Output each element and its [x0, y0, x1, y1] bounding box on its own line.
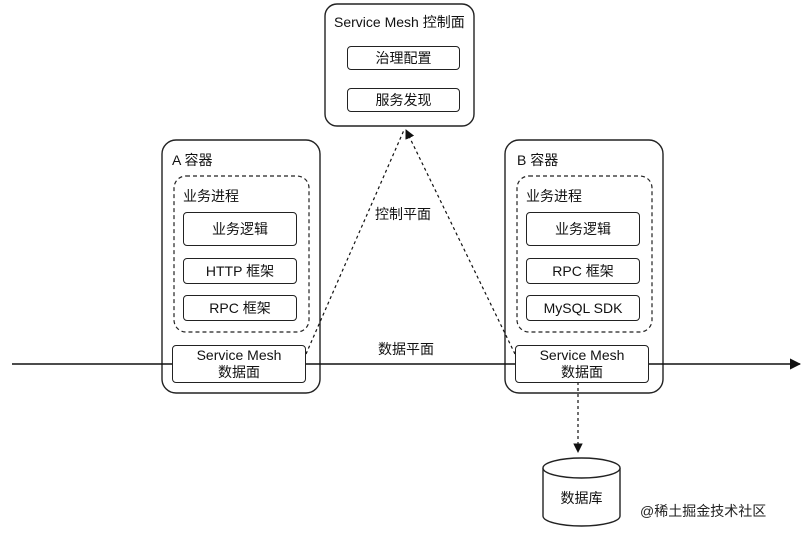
service-discovery-label: 服务发现	[375, 91, 432, 108]
container-b-module-mysql-label: MySQL SDK	[543, 299, 623, 316]
control-plane-link-label: 控制平面	[375, 206, 431, 222]
container-b-module-logic-label: 业务逻辑	[555, 220, 611, 237]
data-plane-link-label: 数据平面	[378, 341, 434, 357]
container-b-module-rpc-label: RPC 框架	[552, 262, 614, 279]
container-a-module-logic: 业务逻辑	[183, 212, 297, 246]
control-plane-title: Service Mesh 控制面	[334, 14, 465, 30]
control-link-a	[305, 129, 405, 355]
container-b-sidecar: Service Mesh 数据面	[515, 345, 649, 383]
container-b-sidecar-label: Service Mesh 数据面	[539, 347, 625, 380]
container-b-module-mysql: MySQL SDK	[526, 295, 640, 321]
container-b-module-logic: 业务逻辑	[526, 212, 640, 246]
container-a-module-rpc-label: RPC 框架	[209, 299, 271, 316]
container-a-module-http-label: HTTP 框架	[205, 262, 275, 279]
container-a-module-logic-label: 业务逻辑	[212, 220, 268, 237]
governance-config-label: 治理配置	[375, 49, 432, 66]
container-b-module-rpc: RPC 框架	[526, 258, 640, 284]
control-link-b	[405, 129, 516, 355]
database-cylinder	[542, 457, 621, 527]
container-a-process-box	[173, 175, 310, 333]
container-a-title: A 容器	[172, 152, 213, 168]
governance-config-box: 治理配置	[347, 46, 460, 70]
container-a-module-http: HTTP 框架	[183, 258, 297, 284]
database-label: 数据库	[560, 490, 603, 506]
container-a-sidecar-label: Service Mesh 数据面	[196, 347, 282, 380]
container-b-process-title: 业务进程	[526, 188, 582, 204]
service-discovery-box: 服务发现	[347, 88, 460, 112]
container-b-process-box	[516, 175, 653, 333]
watermark: @稀土掘金技术社区	[640, 503, 767, 519]
container-a-sidecar: Service Mesh 数据面	[172, 345, 306, 383]
container-b-title: B 容器	[517, 152, 559, 168]
container-a-module-rpc: RPC 框架	[183, 295, 297, 321]
container-a-process-title: 业务进程	[183, 188, 239, 204]
